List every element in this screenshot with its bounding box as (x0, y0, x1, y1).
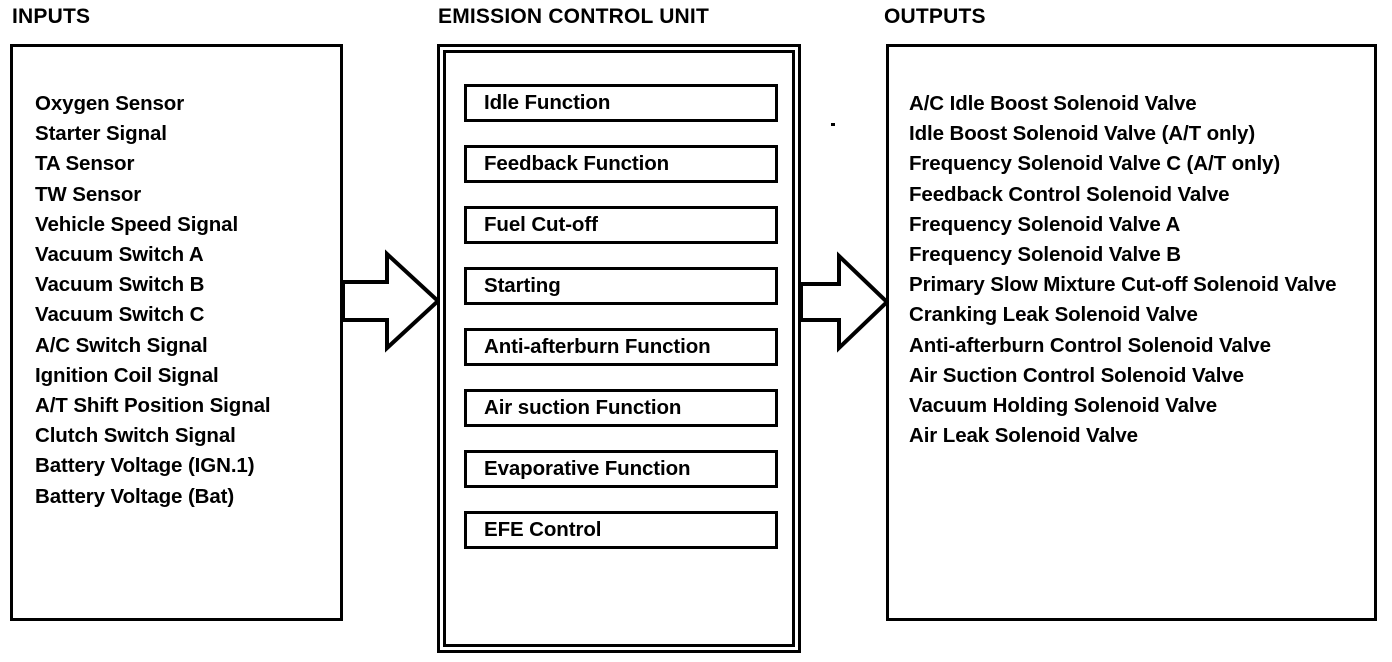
ecu-inner-frame: Idle Function Feedback Function Fuel Cut… (443, 50, 795, 647)
outputs-signal-list: A/C Idle Boost Solenoid Valve Idle Boost… (909, 89, 1364, 451)
list-item: Air Suction Control Solenoid Valve (909, 363, 1244, 387)
list-item: Battery Voltage (IGN.1) (35, 454, 255, 478)
list-item: A/T Shift Position Signal (35, 394, 271, 418)
list-item: Frequency Solenoid Valve A (909, 212, 1181, 236)
list-item: TA Sensor (35, 152, 135, 176)
inputs-signal-list: Oxygen Sensor Starter Signal TA Sensor T… (35, 89, 332, 512)
list-item: Cranking Leak Solenoid Valve (909, 303, 1198, 327)
list-item: TW Sensor (35, 182, 142, 206)
outputs-column-heading: OUTPUTS (884, 5, 986, 28)
function-box: Air suction Function (464, 389, 778, 427)
function-label: Starting (484, 273, 561, 297)
list-item: Starter Signal (35, 122, 167, 146)
flow-arrow-inputs-to-ecu (341, 249, 441, 353)
function-box: EFE Control (464, 511, 778, 549)
function-label: Anti-afterburn Function (484, 334, 711, 358)
function-label: Feedback Function (484, 151, 670, 175)
list-item: Ignition Coil Signal (35, 363, 219, 387)
list-item: Oxygen Sensor (35, 92, 185, 115)
list-item: Frequency Solenoid Valve C (A/T only) (909, 152, 1281, 176)
list-item: Clutch Switch Signal (35, 424, 236, 448)
list-item: Anti-afterburn Control Solenoid Valve (909, 333, 1271, 357)
function-box: Fuel Cut-off (464, 206, 778, 244)
list-item: Vacuum Switch A (35, 243, 204, 267)
ecu-column-heading: EMISSION CONTROL UNIT (438, 5, 709, 28)
list-item: A/C Idle Boost Solenoid Valve (909, 92, 1197, 115)
list-item: A/C Switch Signal (35, 333, 208, 357)
ecu-function-list: Idle Function Feedback Function Fuel Cut… (464, 84, 778, 549)
function-label: Idle Function (484, 90, 611, 114)
list-item: Vacuum Holding Solenoid Valve (909, 394, 1218, 418)
list-item: Air Leak Solenoid Valve (909, 424, 1138, 448)
function-box: Idle Function (464, 84, 778, 122)
function-box: Starting (464, 267, 778, 305)
list-item: Vacuum Switch B (35, 273, 205, 297)
list-item: Frequency Solenoid Valve B (909, 243, 1181, 267)
function-label: Air suction Function (484, 395, 682, 419)
function-box: Evaporative Function (464, 450, 778, 488)
flow-arrow-ecu-to-outputs (799, 251, 890, 353)
list-item: Idle Boost Solenoid Valve (A/T only) (909, 122, 1256, 146)
function-box: Anti-afterburn Function (464, 328, 778, 366)
list-item: Feedback Control Solenoid Valve (909, 182, 1230, 206)
function-label: Fuel Cut-off (484, 212, 598, 236)
inputs-panel: Oxygen Sensor Starter Signal TA Sensor T… (10, 44, 343, 621)
inputs-column-heading: INPUTS (12, 5, 91, 28)
outputs-panel: A/C Idle Boost Solenoid Valve Idle Boost… (886, 44, 1377, 621)
scan-artifact-speck (831, 123, 835, 126)
list-item: Primary Slow Mixture Cut-off Solenoid Va… (909, 273, 1337, 297)
function-box: Feedback Function (464, 145, 778, 183)
list-item: Battery Voltage (Bat) (35, 484, 235, 508)
emission-control-unit-panel: Idle Function Feedback Function Fuel Cut… (437, 44, 801, 653)
list-item: Vacuum Switch C (35, 303, 205, 327)
function-label: EFE Control (484, 517, 602, 541)
function-label: Evaporative Function (484, 456, 691, 480)
list-item: Vehicle Speed Signal (35, 212, 239, 236)
